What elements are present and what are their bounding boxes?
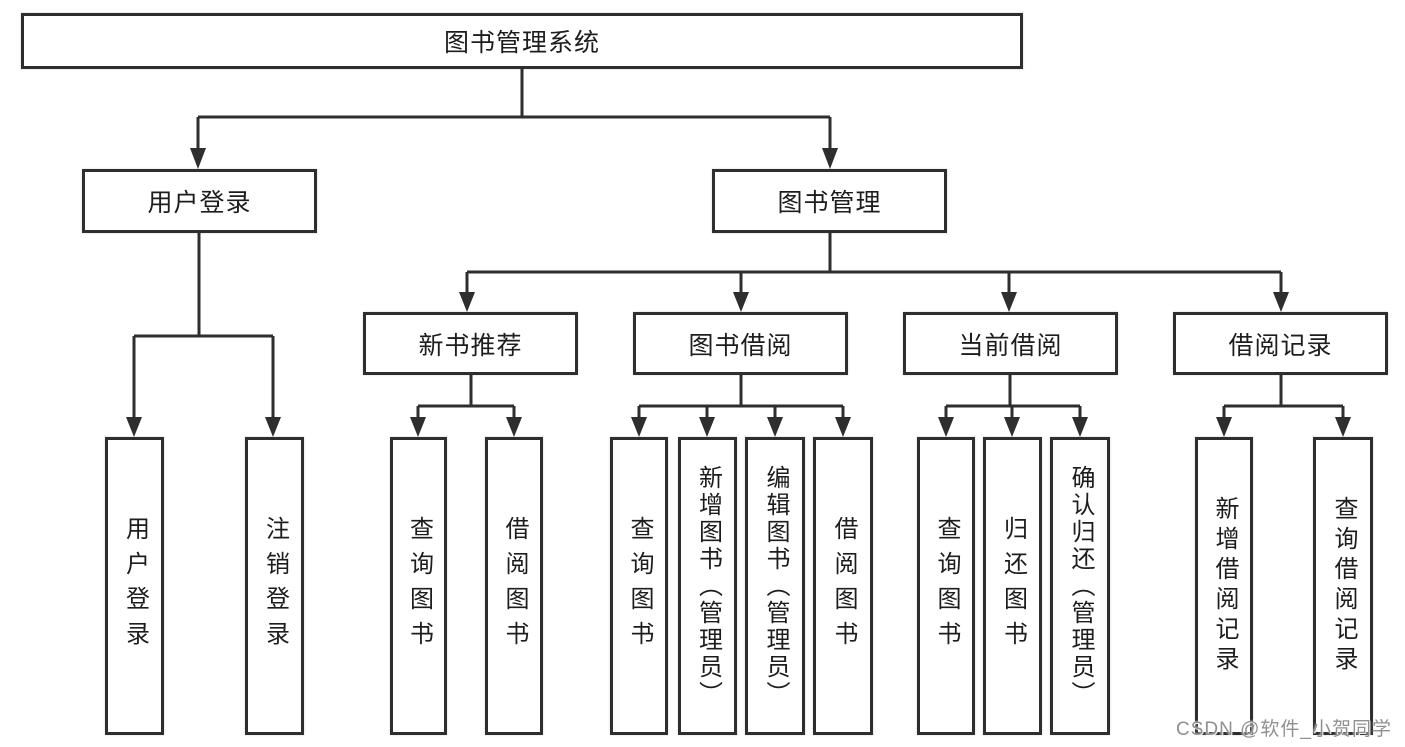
node-label: 查询图书	[626, 516, 653, 656]
node-current-borrowing: 当前借阅	[903, 312, 1118, 375]
node-library-management-system: 图书管理系统	[21, 13, 1023, 69]
node-label: 确认归还（管理员）	[1067, 464, 1094, 708]
node-label: 新书推荐	[418, 331, 523, 360]
node-label: 新增借阅记录	[1211, 496, 1238, 676]
node-label: 查询图书	[405, 516, 433, 656]
node-label: 新增图书（管理员）	[694, 464, 722, 708]
node-label: 图书管理	[777, 189, 882, 217]
node-label: 查询借阅记录	[1330, 496, 1357, 676]
leaf-confirm-return-admin: 确认归还（管理员）	[1050, 437, 1110, 735]
leaf-query-books-recommend: 查询图书	[390, 437, 447, 735]
node-book-borrowing: 图书借阅	[633, 312, 848, 375]
leaf-query-borrow-record: 查询借阅记录	[1313, 437, 1373, 735]
node-label: 借阅图书	[830, 516, 857, 656]
node-user-login: 用户登录	[82, 169, 317, 233]
node-label: 图书管理系统	[443, 29, 600, 57]
leaf-borrow-books-recommend: 借阅图书	[485, 437, 543, 735]
node-label: 借阅记录	[1228, 331, 1333, 360]
leaf-add-books-admin: 新增图书（管理员）	[678, 437, 737, 735]
node-book-management: 图书管理	[712, 169, 947, 233]
node-label: 编辑图书（管理员）	[762, 464, 789, 708]
leaf-user-login: 用户登录	[105, 437, 164, 735]
leaf-query-books-current: 查询图书	[917, 437, 975, 735]
leaf-query-books-borrow: 查询图书	[610, 437, 668, 735]
node-label: 查询图书	[933, 516, 960, 656]
node-label: 用户登录	[121, 516, 149, 656]
node-borrowing-records: 借阅记录	[1173, 312, 1388, 375]
arrowheads	[126, 148, 1351, 437]
node-label: 注销登录	[261, 516, 289, 656]
csdn-watermark: CSDN @软件_小贺同学	[1176, 719, 1392, 740]
node-label: 图书借阅	[688, 331, 793, 360]
leaf-return-books: 归还图书	[983, 437, 1042, 735]
node-label: 当前借阅	[958, 331, 1063, 360]
leaf-logout: 注销登录	[245, 437, 304, 735]
leaf-edit-books-admin: 编辑图书（管理员）	[745, 437, 805, 735]
node-label: 借阅图书	[501, 516, 528, 656]
node-label: 归还图书	[999, 516, 1027, 656]
node-label: 用户登录	[147, 189, 252, 217]
leaf-borrow-books: 借阅图书	[813, 437, 873, 735]
node-new-book-recommendation: 新书推荐	[363, 312, 578, 375]
leaf-add-borrow-record: 新增借阅记录	[1195, 437, 1253, 735]
